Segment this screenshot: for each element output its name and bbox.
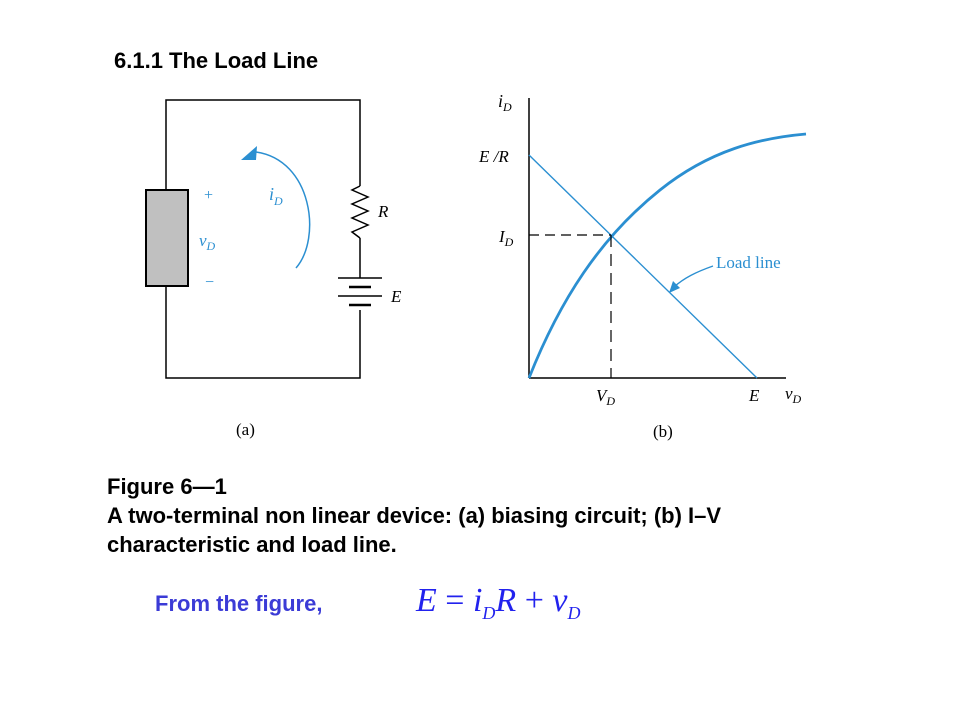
eq-lhs: E [416, 582, 437, 619]
from-the-figure-text: From the figure, [155, 591, 323, 616]
eq-plus: + [524, 582, 544, 619]
current-symbol: i [269, 184, 274, 204]
eq-term2-sub: D [567, 603, 581, 623]
y-axis-label: iD [498, 91, 512, 114]
battery-symbol [338, 277, 382, 307]
figure-6-1: + vD − iD R E (a) iD E /R ID [145, 91, 807, 441]
current-arrow [255, 151, 311, 269]
figure-number: Figure 6—1 [107, 474, 227, 499]
operating-current-subscript: D [504, 235, 514, 249]
panel-label-b: (b) [653, 422, 673, 441]
x-intercept-label: E [748, 386, 760, 405]
plus-sign: + [204, 187, 213, 204]
source-label: E [390, 287, 402, 306]
eq-equals: = [445, 582, 465, 619]
voltage-symbol: v [199, 231, 207, 250]
x-axis-label: vD [785, 384, 802, 406]
voltage-subscript: D [206, 239, 216, 253]
operating-voltage-symbol: V [596, 386, 609, 405]
nonlinear-device [145, 189, 189, 287]
y-axis-symbol: i [498, 91, 503, 111]
circuit-wire-bottom [165, 286, 361, 379]
y-intercept-label: E /R [478, 147, 509, 166]
minus-sign: − [205, 274, 214, 291]
resistor-symbol [350, 185, 370, 239]
load-line-pointer-head [669, 281, 680, 293]
eq-term1-sub: D [482, 603, 496, 623]
x-axis-subscript: D [792, 392, 802, 406]
x-axis-symbol: v [785, 384, 793, 403]
caption-line-2: characteristic and load line. [107, 532, 397, 557]
load-line-pointer [673, 265, 714, 288]
operating-voltage-label: VD [596, 386, 615, 408]
operating-voltage-subscript: D [605, 394, 615, 408]
operating-current-symbol: I [498, 227, 506, 246]
operating-current-label: ID [498, 227, 514, 249]
panel-label-a: (a) [236, 420, 255, 439]
figure-caption: Figure 6—1 A two-terminal non linear dev… [107, 472, 721, 559]
biasing-circuit: + vD − iD R E (a) [145, 99, 402, 439]
eq-term1-factor: R [495, 582, 517, 619]
current-arrow-head [241, 146, 257, 160]
caption-line-1: A two-terminal non linear device: (a) bi… [107, 503, 722, 528]
iv-graph: iD E /R ID VD E vD Load line (b) [478, 91, 807, 441]
load-line [528, 154, 758, 379]
eq-term2: v [552, 582, 568, 619]
load-line-label: Load line [716, 253, 781, 272]
characteristic-curve [527, 132, 807, 379]
section-title: 6.1.1 The Load Line [114, 48, 319, 73]
load-line-equation: E = iDR + vD [416, 582, 580, 624]
y-axis-subscript: D [502, 100, 512, 114]
circuit-wire [165, 99, 361, 190]
current-label: iD [269, 184, 283, 208]
eq-term1: i [472, 582, 483, 619]
current-subscript: D [273, 194, 283, 208]
voltage-label: vD [199, 231, 216, 253]
resistor-label: R [377, 202, 389, 221]
